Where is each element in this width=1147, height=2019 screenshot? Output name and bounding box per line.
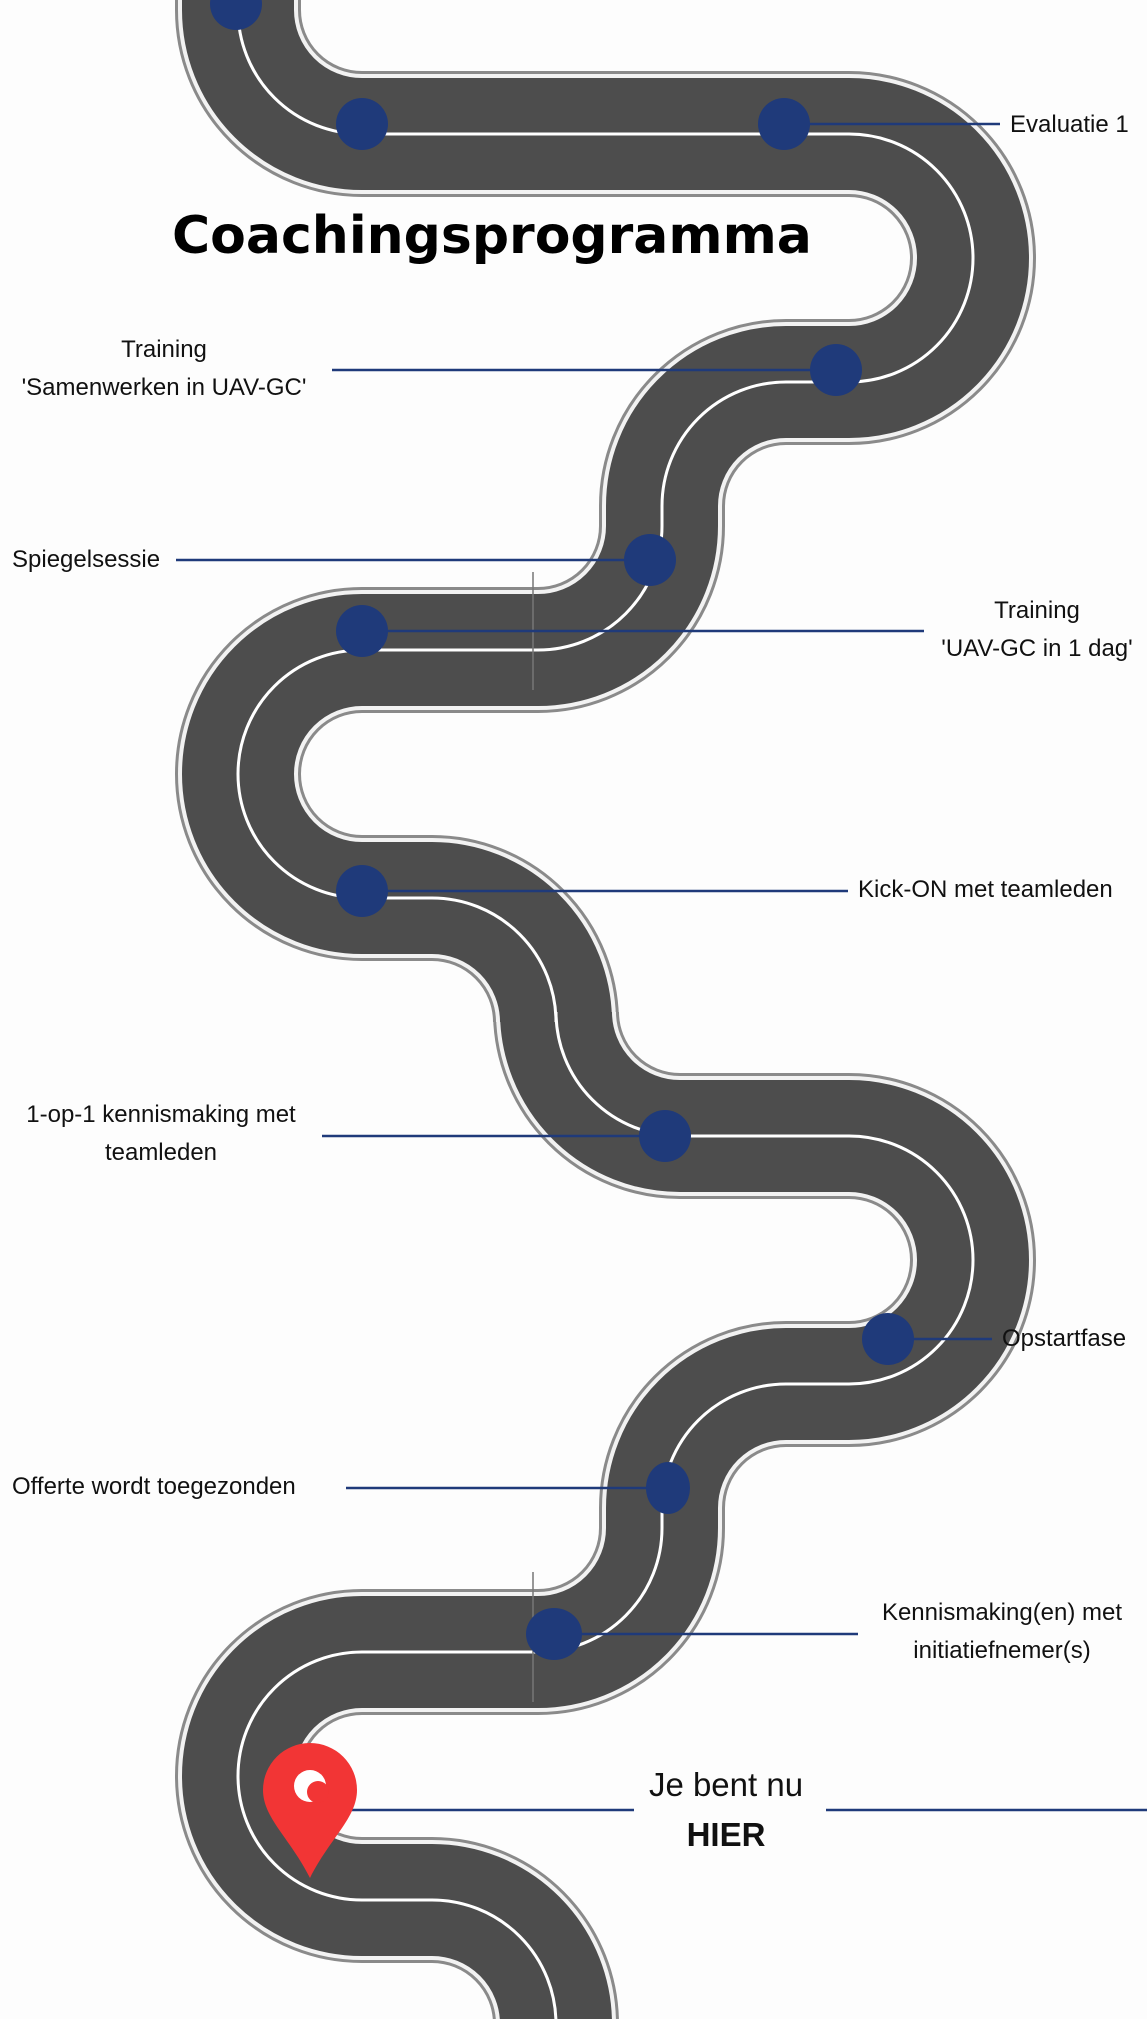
- milestone-label-kennismaking-teamleden: 1-op-1 kennismaking met teamleden: [26, 1101, 296, 1166]
- milestone-label-kennismaking-initiatiefnemers: Kennismaking(en) met initiatiefnemer(s): [881, 1599, 1123, 1664]
- milestone-marker: [646, 1462, 690, 1514]
- milestone-marker: [639, 1110, 691, 1162]
- milestone-marker: [624, 534, 676, 586]
- milestone-label-spiegelsessie: Spiegelsessie: [12, 546, 161, 573]
- milestone-marker: [336, 98, 388, 150]
- current-position-label: Je bent nu HIER: [648, 1766, 804, 1853]
- milestone-label-training-uav-gc: Training 'UAV-GC in 1 dag': [941, 597, 1133, 662]
- pin-hole-shade: [307, 1781, 329, 1803]
- connector-lines: [176, 122, 1147, 1812]
- milestone-marker: [862, 1313, 914, 1365]
- location-pin-icon: [263, 1743, 357, 1878]
- page-title: Coachingsprogramma: [172, 206, 812, 266]
- milestone-label-evaluatie: Evaluatie 1: [1010, 111, 1129, 138]
- milestone-label-kick-on: Kick-ON met teamleden: [858, 876, 1113, 903]
- milestone-label-offerte: Offerte wordt toegezonden: [12, 1473, 296, 1500]
- milestone-marker: [810, 344, 862, 396]
- milestone-label-training-samenwerken: Training 'Samenwerken in UAV-GC': [21, 336, 307, 401]
- road-center-line: [236, 0, 975, 2019]
- milestone-marker: [336, 865, 388, 917]
- milestone-label-opstartfase: Opstartfase: [1002, 1325, 1127, 1352]
- milestone-markers: [210, 0, 914, 1660]
- winding-road: [175, 0, 1036, 2019]
- pin-body: [263, 1743, 357, 1878]
- milestone-marker: [758, 98, 810, 150]
- milestone-marker: [210, 0, 262, 30]
- milestone-marker: [336, 605, 388, 657]
- milestone-marker: [526, 1608, 582, 1660]
